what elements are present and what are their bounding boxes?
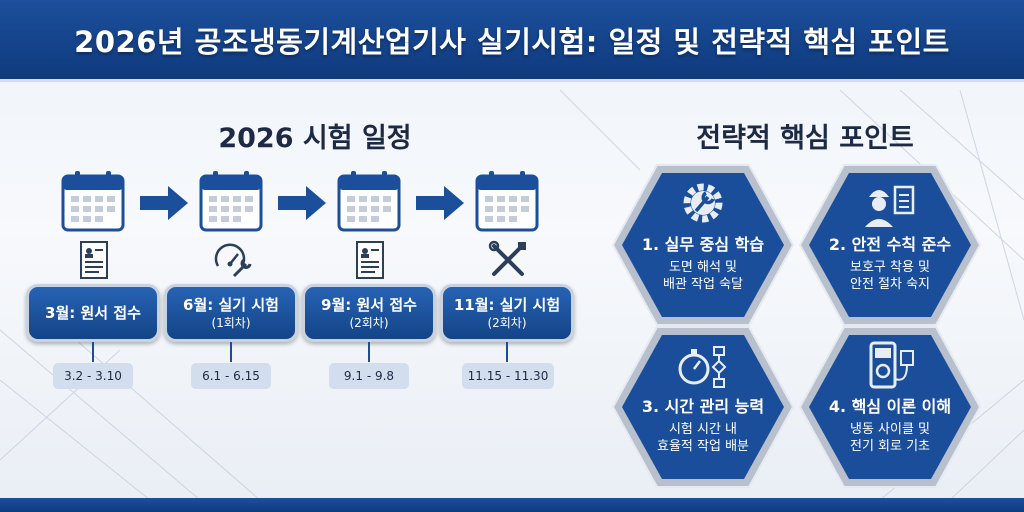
hexagon-card: [798, 164, 982, 326]
schedule-step: 11월: 실기 시험 (2회차): [440, 284, 574, 342]
page-title: 2026년 공조냉동기계산업기사 실기시험: 일정 및 전략적 핵심 포인트: [74, 24, 950, 59]
point-desc: 전기 회로 기초: [849, 439, 931, 454]
date-range: 3.2 - 3.10: [53, 363, 133, 389]
calendar-icon: [199, 171, 263, 232]
step-sub: (2회차): [487, 315, 527, 330]
schedule-step: 6월: 실기 시험 (1회차): [164, 284, 298, 342]
gear-wrench-icon: [683, 183, 723, 223]
hexagon-card: [611, 164, 795, 326]
tools-icon: [488, 240, 526, 276]
point-title: 2. 안전 수칙 준수: [828, 235, 952, 254]
point-desc: 보호구 착용 및: [849, 260, 931, 275]
date-range: 11.15 - 11.30: [462, 363, 554, 389]
strategy-point: 1. 실무 중심 학습 도면 해석 및 배관 작업 숙달: [611, 163, 795, 327]
date-range: 9.1 - 9.8: [329, 363, 409, 389]
point-desc: 배관 작업 숙달: [662, 277, 744, 292]
arrow-right-icon: [140, 186, 188, 220]
date-range: 6.1 - 6.15: [191, 363, 271, 389]
connector-line: [92, 342, 94, 362]
connector-line: [506, 342, 508, 362]
step-label: 11월: 실기 시험: [453, 295, 561, 314]
point-desc: 냉동 사이클 및: [849, 422, 931, 437]
worker-checklist-icon: [865, 185, 915, 227]
point-desc: 시험 시간 내: [668, 422, 738, 437]
strategy-point: 3. 시간 관리 능력 시험 시간 내 효율적 작업 배분: [611, 325, 795, 489]
calendar-icon: [337, 171, 401, 232]
header-banner: 2026년 공조냉동기계산업기사 실기시험: 일정 및 전략적 핵심 포인트: [0, 0, 1024, 82]
stopwatch-flow-icon: [678, 346, 727, 388]
hexagon-card: [611, 326, 795, 488]
calendar-icon: [475, 171, 539, 232]
point-desc: 효율적 작업 배분: [657, 439, 749, 454]
schedule-step: 9월: 원서 접수 (2회차): [302, 284, 436, 342]
point-desc: 도면 해석 및: [668, 260, 738, 275]
gauge-wrench-icon: [214, 243, 252, 278]
step-label: 6월: 실기 시험: [183, 295, 279, 314]
strategy-title: 전략적 핵심 포인트: [696, 123, 914, 154]
multimeter-icon: [869, 341, 914, 389]
document-icon: [80, 241, 108, 279]
point-title: 3. 시간 관리 능력: [641, 397, 765, 416]
step-sub: (1회차): [211, 315, 251, 330]
document-icon: [356, 241, 384, 279]
connector-line: [368, 342, 370, 362]
schedule-title: 2026 시험 일정: [218, 123, 412, 154]
point-title: 1. 실무 중심 학습: [641, 235, 765, 254]
step-label: 3월: 원서 접수: [45, 303, 141, 322]
footer-band: [0, 498, 1024, 512]
calendar-icon: [61, 171, 125, 232]
strategy-point: 4. 핵심 이론 이해 냉동 사이클 및 전기 회로 기초: [798, 325, 982, 489]
connector-line: [230, 342, 232, 362]
step-label: 9월: 원서 접수: [321, 295, 417, 314]
schedule-step: 3월: 원서 접수: [26, 284, 160, 342]
arrow-right-icon: [278, 186, 326, 220]
point-title: 4. 핵심 이론 이해: [828, 397, 952, 416]
hexagon-card: [798, 326, 982, 488]
step-sub: (2회차): [349, 315, 389, 330]
arrow-right-icon: [416, 186, 464, 220]
point-desc: 안전 절차 숙지: [849, 277, 931, 292]
strategy-point: 2. 안전 수칙 준수 보호구 착용 및 안전 절차 숙지: [798, 163, 982, 327]
